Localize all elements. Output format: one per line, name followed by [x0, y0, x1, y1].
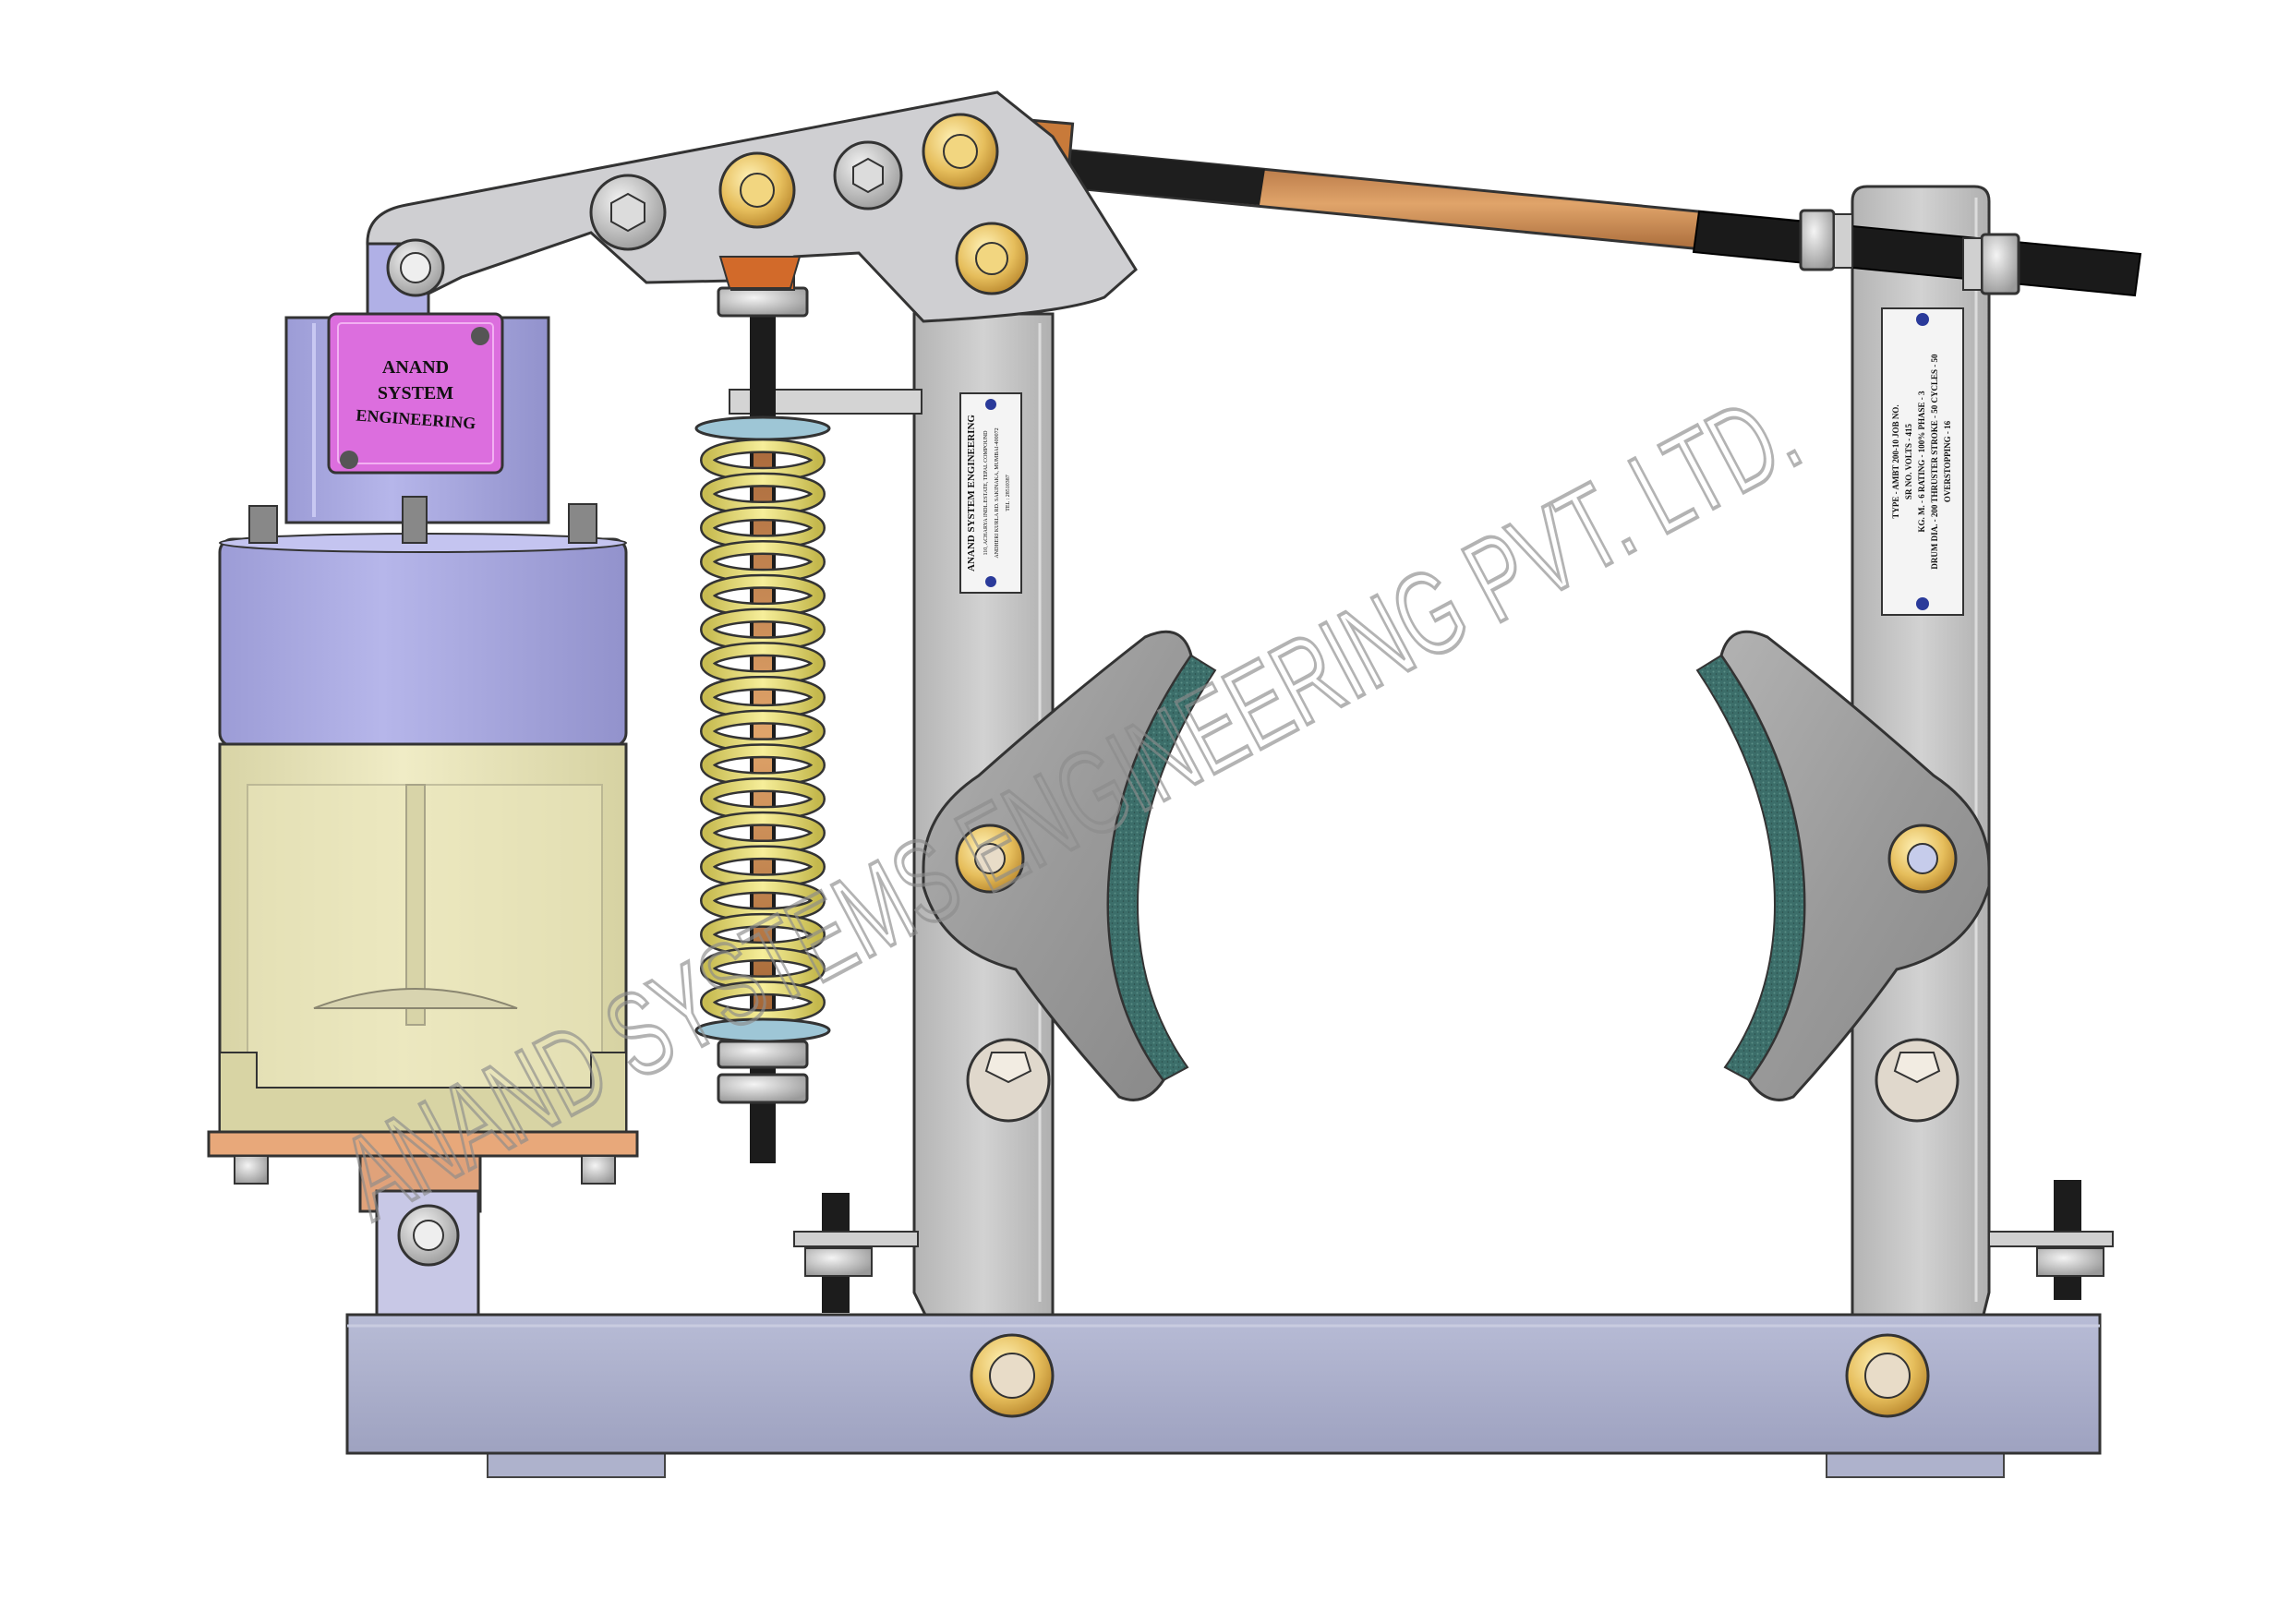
nameplate-right-line-2: SR NO. VOLTS - 415	[1904, 423, 1913, 499]
nameplate-right-line-3: KG. M. - 6 RATING - 100% PHASE - 3	[1917, 391, 1926, 533]
spring-assembly	[694, 274, 922, 1163]
nut-icon	[717, 1040, 809, 1069]
base-beam	[345, 1313, 2102, 1455]
bolt-icon	[966, 1038, 1051, 1123]
nameplate-left-line-1: ANAND SYSTEM ENGINEERING	[966, 415, 977, 571]
base-foot-left	[487, 1450, 666, 1478]
stop-bolt-right	[1988, 1180, 2114, 1300]
pin-icon	[386, 238, 445, 297]
bolt-icon	[1875, 1038, 1959, 1123]
nameplate-right-line-5: OVERSTOPPING - 16	[1943, 420, 1952, 502]
base-frame	[345, 1313, 2102, 1478]
stop-bolt-left	[793, 1193, 919, 1313]
nut-icon	[717, 286, 809, 318]
left-shoe-lining	[1106, 654, 1217, 1082]
base-foot-right	[1826, 1450, 2005, 1478]
pin-icon	[955, 824, 1025, 894]
left-brake-shoe	[922, 630, 1217, 1101]
pin-icon	[397, 1204, 460, 1267]
nameplate-left-line-2: 110, ACHARYA INDL.ESTATE, TEPAL COMPOUND	[983, 430, 989, 556]
badge-line-1: ANAND	[382, 357, 449, 378]
nut-icon	[804, 1247, 873, 1277]
badge-line-2: SYSTEM	[378, 383, 453, 403]
spring-top-washer	[694, 415, 831, 441]
nut-icon	[589, 174, 667, 251]
nameplate-left-line-4: TEL : 28510387	[1006, 475, 1011, 511]
right-shoe-lining	[1695, 654, 1806, 1082]
pin-icon	[955, 222, 1029, 295]
nut-icon	[234, 1155, 269, 1185]
nameplate-left-line-3: ANDHERI KURLA RD. SAKINAKA, MUMBAI-40007…	[995, 427, 1000, 558]
nameplate-left: ANAND SYSTEM ENGINEERING 110, ACHARYA IN…	[959, 392, 1022, 594]
pin-icon	[970, 1333, 1055, 1418]
thruster-actuator	[207, 242, 639, 1317]
right-brake-shoe	[1695, 630, 1991, 1101]
spring-icon	[700, 438, 826, 1025]
pin-icon	[1887, 824, 1958, 894]
actuator-flange	[218, 537, 628, 748]
pin-icon	[1845, 1333, 1930, 1418]
nut-icon	[717, 1073, 809, 1104]
nut-icon	[1799, 209, 2020, 295]
spring-coil-highlight	[702, 982, 824, 1022]
nut-icon	[581, 1155, 616, 1185]
pins	[386, 113, 1959, 1418]
nut-icon	[833, 140, 903, 211]
actuator-badge: ANAND SYSTEM ENGINEERING	[327, 312, 504, 475]
nameplate-right-line-4: DRUM DIA. - 200 THRUSTER STROKE - 50 CYC…	[1930, 354, 1939, 570]
nameplate-right-line-1: TYPE - AMBT 200-10 JOB NO.	[1891, 404, 1900, 518]
pin-icon	[922, 113, 999, 190]
nameplate-right: TYPE - AMBT 200-10 JOB NO. SR NO. VOLTS …	[1881, 307, 1964, 616]
nut-icon	[2036, 1247, 2104, 1277]
pin-icon	[718, 151, 796, 229]
